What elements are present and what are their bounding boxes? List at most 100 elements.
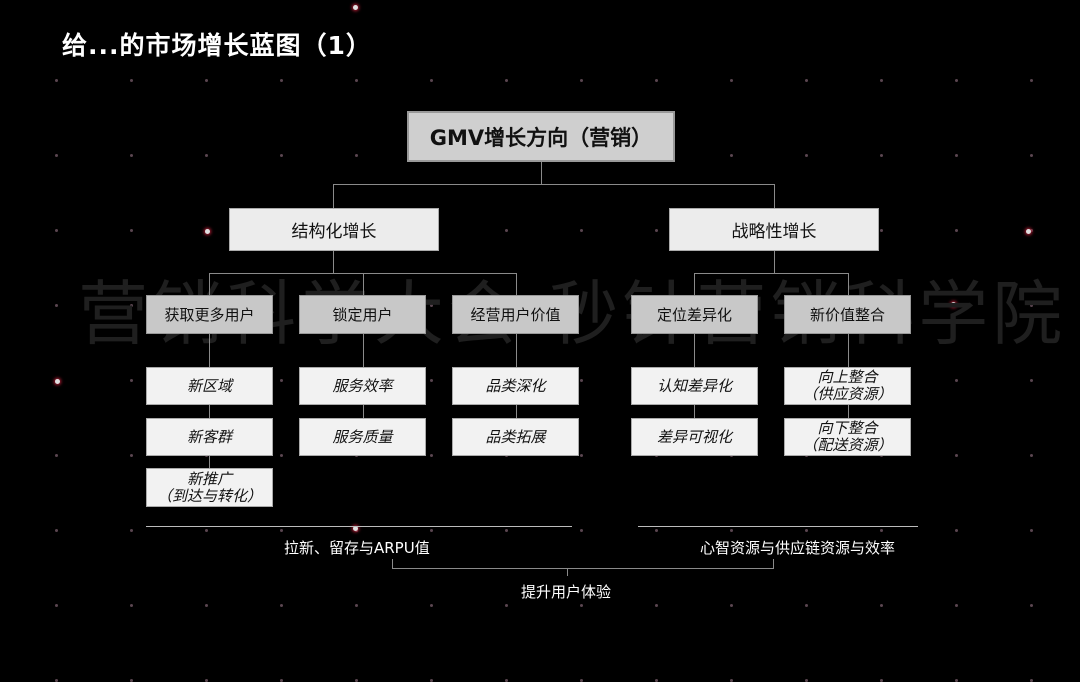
node-operate-user-value: 经营用户价值 (452, 295, 579, 334)
background-dot (1030, 454, 1033, 457)
background-dot (55, 154, 58, 157)
background-dot (580, 304, 583, 307)
node-strategic-growth: 战略性增长 (669, 208, 879, 251)
leaf-category-deepening: 品类深化 (452, 367, 579, 405)
background-dot (130, 379, 133, 382)
connector-line (209, 273, 210, 295)
background-dot (1030, 379, 1033, 382)
background-dot (880, 79, 883, 82)
node-acquire-users: 获取更多用户 (146, 295, 273, 334)
connector-line (392, 559, 393, 568)
background-dot (955, 154, 958, 157)
background-dot (130, 454, 133, 457)
background-dot (805, 529, 808, 532)
background-dot (280, 79, 283, 82)
connector-line (333, 184, 334, 208)
summary-divider-left (146, 526, 572, 527)
background-dot (730, 604, 733, 607)
leaf-cognitive-differentiation: 认知差异化 (631, 367, 758, 405)
background-dot (1030, 229, 1033, 232)
background-dot (130, 154, 133, 157)
background-dot (955, 229, 958, 232)
accent-dot (205, 229, 210, 234)
background-dot (280, 604, 283, 607)
node-new-value-integration: 新价值整合 (784, 295, 911, 334)
connector-line (516, 273, 517, 295)
connector-line (209, 273, 516, 274)
background-dot (580, 529, 583, 532)
background-dot (280, 454, 283, 457)
background-dot (880, 529, 883, 532)
accent-dot (951, 302, 956, 307)
background-dot (805, 604, 808, 607)
background-dot (130, 529, 133, 532)
leaf-service-quality: 服务质量 (299, 418, 426, 456)
summary-right: 心智资源与供应链资源与效率 (700, 539, 896, 557)
background-dot (505, 79, 508, 82)
background-dot (730, 79, 733, 82)
leaf-upward-integration: 向上整合 （供应资源） (784, 367, 911, 405)
background-dot (280, 529, 283, 532)
background-dot (280, 379, 283, 382)
background-dot (130, 229, 133, 232)
background-dot (1030, 604, 1033, 607)
leaf-new-customer-group: 新客群 (146, 418, 273, 456)
connector-line (363, 273, 364, 295)
background-dot (805, 154, 808, 157)
connector-line (694, 273, 695, 295)
background-dot (655, 529, 658, 532)
leaf-new-promotion: 新推广 （到达与转化） (146, 468, 273, 507)
background-dot (880, 604, 883, 607)
background-dot (430, 379, 433, 382)
background-dot (805, 79, 808, 82)
connector-line (848, 273, 849, 295)
leaf-downward-integration: 向下整合 （配送资源） (784, 418, 911, 456)
background-dot (580, 454, 583, 457)
background-dot (880, 229, 883, 232)
background-dot (205, 604, 208, 607)
page-title: 给...的市场增长蓝图（1） (62, 31, 372, 60)
background-dot (655, 229, 658, 232)
background-dot (430, 604, 433, 607)
accent-dot (353, 5, 358, 10)
connector-line (333, 251, 334, 273)
background-dot (280, 154, 283, 157)
summary-left: 拉新、留存与ARPU值 (284, 539, 430, 557)
background-dot (430, 454, 433, 457)
leaf-new-region: 新区域 (146, 367, 273, 405)
background-dot (55, 529, 58, 532)
leaf-visible-differentiation: 差异可视化 (631, 418, 758, 456)
summary-divider-right (638, 526, 918, 527)
background-dot (655, 79, 658, 82)
background-dot (205, 154, 208, 157)
background-dot (730, 529, 733, 532)
background-dot (1030, 529, 1033, 532)
connector-line (774, 184, 775, 208)
background-dot (130, 604, 133, 607)
background-dot (880, 154, 883, 157)
background-dot (655, 604, 658, 607)
background-dot (955, 79, 958, 82)
background-dot (55, 229, 58, 232)
connector-line (333, 184, 774, 185)
background-dot (580, 379, 583, 382)
background-dot (55, 304, 58, 307)
connector-line (392, 568, 774, 569)
background-dot (55, 454, 58, 457)
background-dot (505, 604, 508, 607)
background-dot (205, 79, 208, 82)
node-structural-growth: 结构化增长 (229, 208, 439, 251)
background-dot (280, 304, 283, 307)
background-dot (1030, 154, 1033, 157)
background-dot (955, 454, 958, 457)
accent-dot (55, 379, 60, 384)
accent-dot (1026, 229, 1031, 234)
background-dot (355, 79, 358, 82)
connector-line (773, 559, 774, 568)
connector-line (567, 568, 568, 576)
accent-dot (353, 526, 358, 531)
node-lock-users: 锁定用户 (299, 295, 426, 334)
background-dot (505, 529, 508, 532)
connector-line (541, 162, 542, 184)
background-dot (1030, 79, 1033, 82)
